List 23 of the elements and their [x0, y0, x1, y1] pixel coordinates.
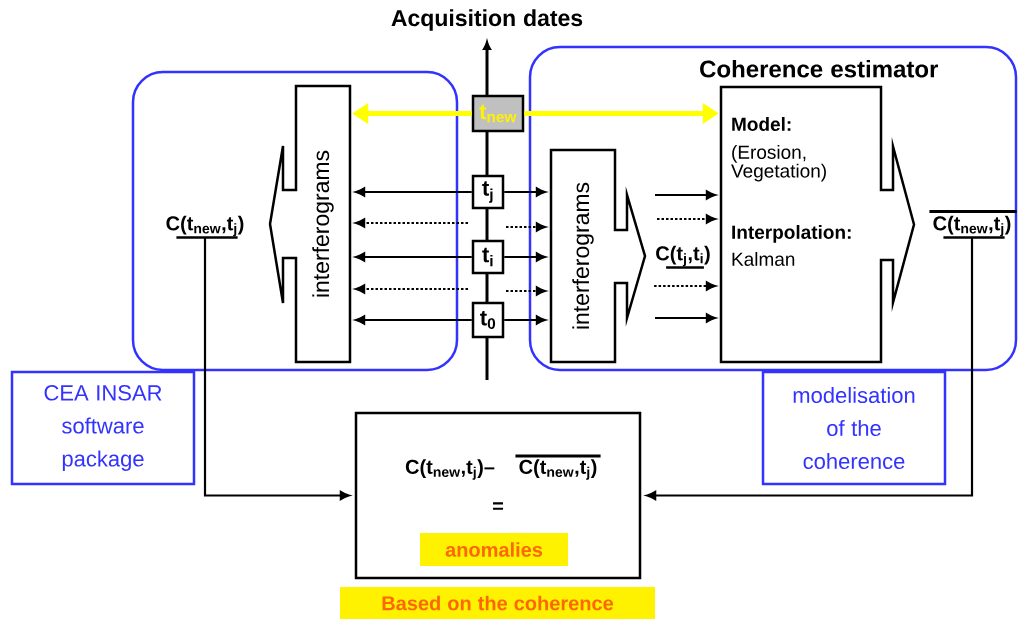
arrow [355, 218, 468, 228]
arrow [355, 187, 472, 197]
arrow [657, 214, 716, 224]
arrow [655, 190, 716, 200]
axis-title: Acquisition dates [391, 9, 583, 31]
arrow [506, 286, 546, 296]
date-box: t$_{j}$ [471, 174, 505, 210]
arrow [504, 252, 546, 262]
arrow [506, 222, 546, 232]
date-box: t$_{0}$ [471, 301, 505, 339]
caption-box: CEA INSAR software package [10, 370, 196, 486]
highlight-band: Based on the coherence [340, 587, 655, 619]
arrow [355, 284, 468, 294]
arrow [355, 252, 472, 262]
arrow [504, 187, 546, 197]
highlight-band: anomalies [420, 533, 568, 566]
arrow [355, 315, 472, 325]
coherence-label: C(t$_{new}$,t$_{j}$) [933, 215, 1011, 237]
coherence-label: C(t$_{new}$,t$_{j}$) [166, 215, 244, 237]
arrow [504, 315, 546, 325]
arrow-shaped-box: interferograms [549, 148, 647, 364]
date-box: t$_{i}$ [471, 239, 505, 275]
date-box: t$_{new}$ [471, 94, 525, 133]
